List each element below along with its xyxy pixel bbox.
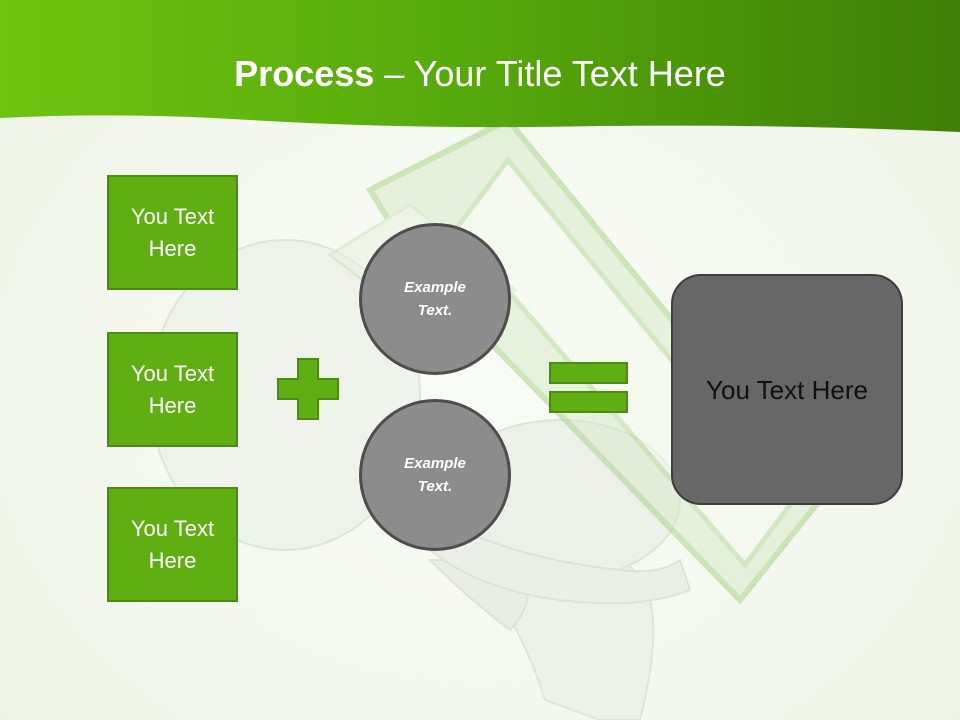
example-circle-1[interactable]: Example Text. <box>359 223 511 375</box>
input-box-3[interactable]: You Text Here <box>107 487 238 602</box>
result-box[interactable]: You Text Here <box>671 274 903 505</box>
title-rest: – Your Title Text Here <box>374 53 726 94</box>
input-box-2[interactable]: You Text Here <box>107 332 238 447</box>
page-title: Process – Your Title Text Here <box>0 50 960 98</box>
equals-icon <box>549 362 628 413</box>
title-bold: Process <box>234 53 375 94</box>
input-box-1[interactable]: You Text Here <box>107 175 238 290</box>
example-circle-2[interactable]: Example Text. <box>359 399 511 551</box>
header-banner <box>0 0 960 132</box>
plus-icon <box>277 358 339 420</box>
